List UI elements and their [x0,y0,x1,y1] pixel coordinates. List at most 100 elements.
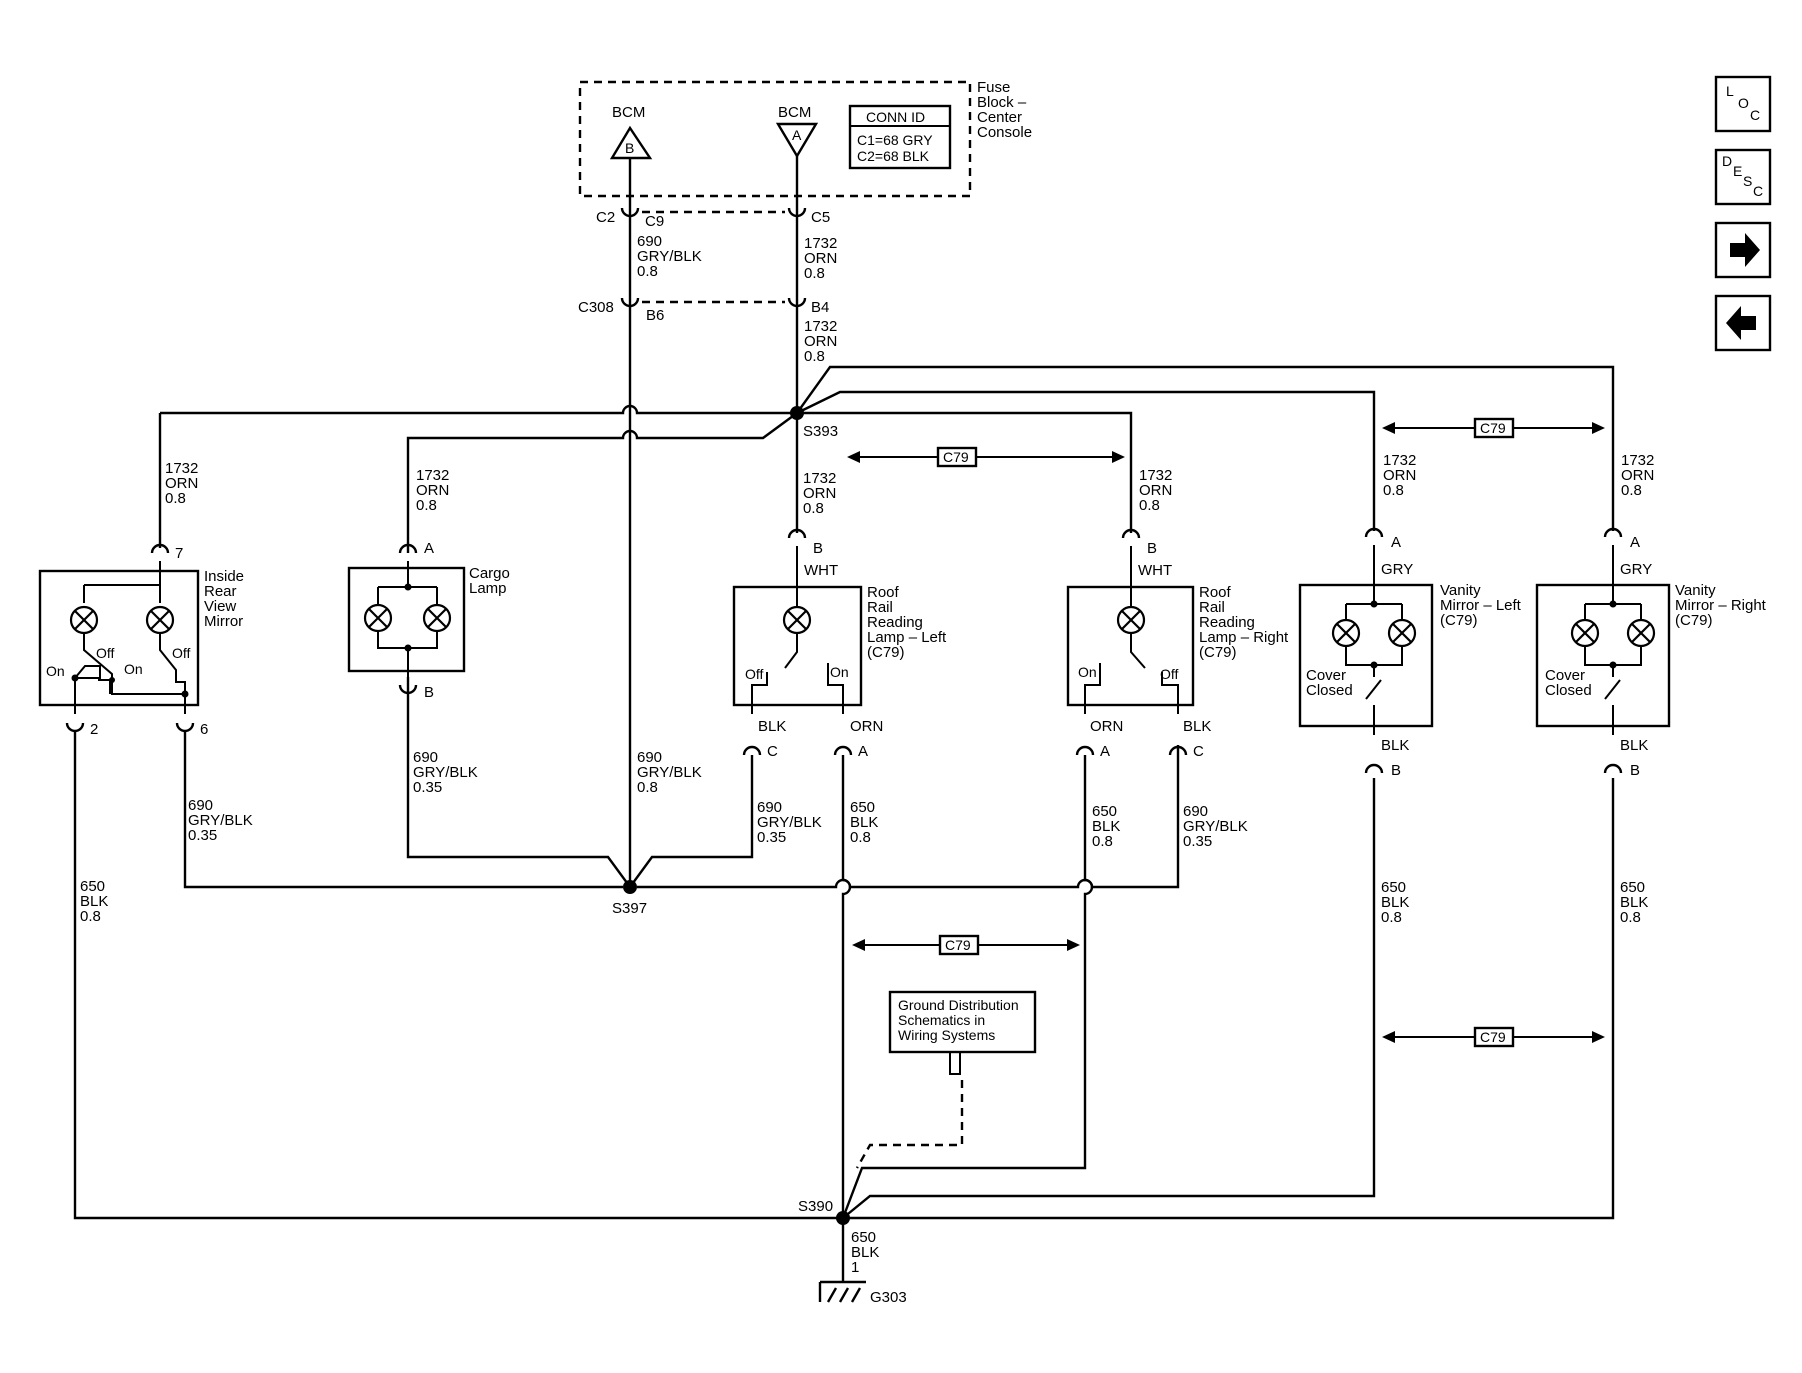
bcm-b-letter: B [625,140,634,156]
desc-letter-e: E [1733,163,1742,179]
conn-id-box [848,104,952,170]
wire-1732-vanity-right-size: 0.8 [1621,482,1642,499]
vanity-mirror-left: A GRY Vanity Mirror – Left (C79) Cover C… [1298,527,1522,779]
roof-right-switch-on: On [1078,664,1097,680]
ground-dist-line-1: Ground Distribution [898,997,1019,1013]
vanity-right-label-1: Vanity [1675,582,1716,599]
roof-right-label-3: Reading [1199,614,1255,631]
c79-tag-top-right: C79 [1480,420,1506,436]
wire-1732-top1-num: 1732 [804,235,837,252]
mirror-pin-7: 7 [175,545,183,562]
roof-right-label-5: (C79) [1199,644,1237,661]
bcm-a-letter: A [792,127,802,143]
vanity-right-pin-b: B [1630,762,1640,779]
ground-g303: 650 BLK 1 G303 [818,1229,907,1306]
conn-c2: C2 [596,209,615,226]
wire-690-mirror-size: 0.35 [188,827,217,844]
vanity-left-label-3: (C79) [1440,612,1478,629]
vanity-left-lamp-right-icon [1387,618,1417,648]
roof-right-pin-a: A [1100,743,1110,760]
fuse-block-label-2: Block – [977,94,1027,111]
wire-690-cargo-size: 0.35 [413,779,442,796]
wire-650-mirror-num: 650 [80,878,105,895]
roof-left-label-3: Reading [867,614,923,631]
wire-690-roof-left-size: 0.35 [757,829,786,846]
wire-1732-vanity-right-num: 1732 [1621,452,1654,469]
ground-pin: 1 [851,1259,859,1276]
wire-1732-top2-num: 1732 [804,318,837,335]
wire-1732-top2-size: 0.8 [804,348,825,365]
wire-650-ground-num: 650 [851,1229,876,1246]
wire-690-top-color: GRY/BLK [637,248,702,265]
wire-650-ground-color: BLK [851,1244,879,1261]
wire-650-roof-left-num: 650 [850,799,875,816]
inside-rear-view-mirror: 7 Inside Rear View Mirror On Off On Off … [38,543,244,738]
wire-690-mirror-color: GRY/BLK [188,812,253,829]
roof-rail-reading-lamp-right: B WHT Roof Rail Reading Lamp – Right (C7… [1066,528,1289,760]
roof-right-color-l: ORN [1090,718,1123,735]
mirror-label-4: Mirror [204,613,243,630]
roof-right-label-4: Lamp – Right [1199,629,1289,646]
loc-button[interactable]: L O C [1714,75,1772,133]
wire-690-roof-right-num: 690 [1183,803,1208,820]
mirror-lamp-right-icon [145,605,175,635]
cargo-lamp-right-icon [422,603,452,633]
roof-rail-reading-lamp-left: B WHT Roof Rail Reading Lamp – Left (C79… [732,528,947,760]
conn-b4: B4 [811,299,829,316]
upper-connectors: C2 C9 C5 C308 B6 B4 [578,207,830,324]
wire-1732-roof-right-num: 1732 [1139,467,1172,484]
wire-1732-top1-size: 0.8 [804,265,825,282]
conn-id-c2: C2=68 BLK [857,148,930,164]
vanity-right-pin-a: A [1630,534,1640,551]
mirror-lamp-left-icon [69,605,99,635]
desc-letter-d: D [1722,153,1732,169]
roof-left-switch-on: On [830,664,849,680]
wire-650-roof-left-color: BLK [850,814,878,831]
vanity-left-switch-2: Closed [1306,682,1353,699]
wire-690-main-num: 690 [637,749,662,766]
loc-letter-c: C [1750,107,1760,123]
ground-dist-line-2: Schematics in [898,1012,985,1028]
splice-s390-label: S390 [798,1198,833,1215]
forward-button[interactable] [1714,221,1772,279]
right-arrow-icon [1730,233,1760,267]
loc-letter-l: L [1726,83,1734,99]
fuse-block-label-3: Center [977,109,1022,126]
splice-s397 [623,880,637,894]
ground-symbol-icon [818,1280,866,1303]
wire-650-vanity-right-num: 650 [1620,879,1645,896]
option-c79-bottom-right: C79 [1382,1026,1605,1048]
vanity-right-bottom-color: BLK [1620,737,1648,754]
vanity-left-label-2: Mirror – Left [1440,597,1522,614]
ground-dist-line-3: Wiring Systems [898,1027,995,1043]
cargo-label-2: Lamp [469,580,507,597]
conn-c9: C9 [645,213,664,230]
fuse-block-label-1: Fuse [977,79,1010,96]
cargo-lamp-left-icon [363,603,393,633]
roof-left-pin-c: C [767,743,778,760]
wire-1732-roof-right-size: 0.8 [1139,497,1160,514]
wire-690-roof-right-color: GRY/BLK [1183,818,1248,835]
vanity-left-bottom-color: BLK [1381,737,1409,754]
roof-left-switch-off: Off [745,666,764,682]
back-button[interactable] [1714,294,1772,352]
wire-1732-cargo-color: ORN [416,482,449,499]
roof-right-label-2: Rail [1199,599,1225,616]
wire-1732-vanity-left-num: 1732 [1383,452,1416,469]
vanity-left-top-color: GRY [1381,561,1413,578]
vanity-right-lamp-left-icon [1570,618,1600,648]
roof-left-color-l: BLK [758,718,786,735]
conn-c5: C5 [811,209,830,226]
wire-650-vanity-left-size: 0.8 [1381,909,1402,926]
conn-b6: B6 [646,307,664,324]
wire-1732-cargo-size: 0.8 [416,497,437,514]
desc-button[interactable]: D E S C [1714,148,1772,206]
wire-650-vanity-left-num: 650 [1381,879,1406,896]
vanity-right-lamp-right-icon [1626,618,1656,648]
desc-letter-s: S [1743,173,1752,189]
ground-distribution-reference[interactable]: Ground Distribution Schematics in Wiring… [888,990,1037,1054]
cargo-lamp: A Cargo Lamp B [347,540,510,701]
wire-1732-mirror-color: ORN [165,475,198,492]
wire-1732-top2-color: ORN [804,333,837,350]
